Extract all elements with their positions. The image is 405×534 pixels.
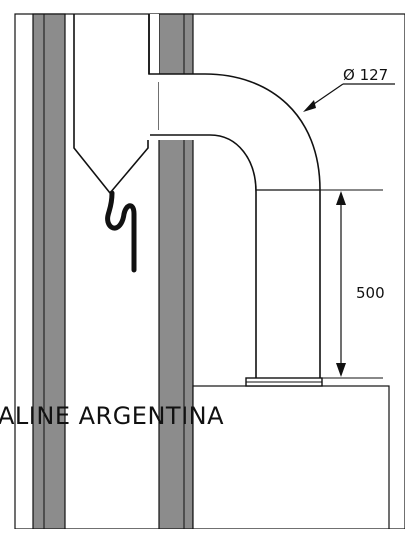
diameter-arrowhead	[303, 100, 316, 112]
dimension-arrow-top	[336, 191, 346, 205]
dimension-label: 500	[356, 284, 385, 302]
dimension-arrow-bottom	[336, 363, 346, 377]
flue-elbow-fill	[149, 14, 320, 378]
flue-elbow-outer	[148, 14, 321, 378]
diameter-label: Ø 127	[343, 66, 388, 84]
condensate-funnel	[73, 14, 149, 195]
flue-elbow-inner	[150, 134, 257, 378]
left-wall	[32, 13, 66, 530]
siphon-trap	[105, 190, 137, 273]
watermark-text: ALINE ARGENTINA	[0, 402, 224, 430]
